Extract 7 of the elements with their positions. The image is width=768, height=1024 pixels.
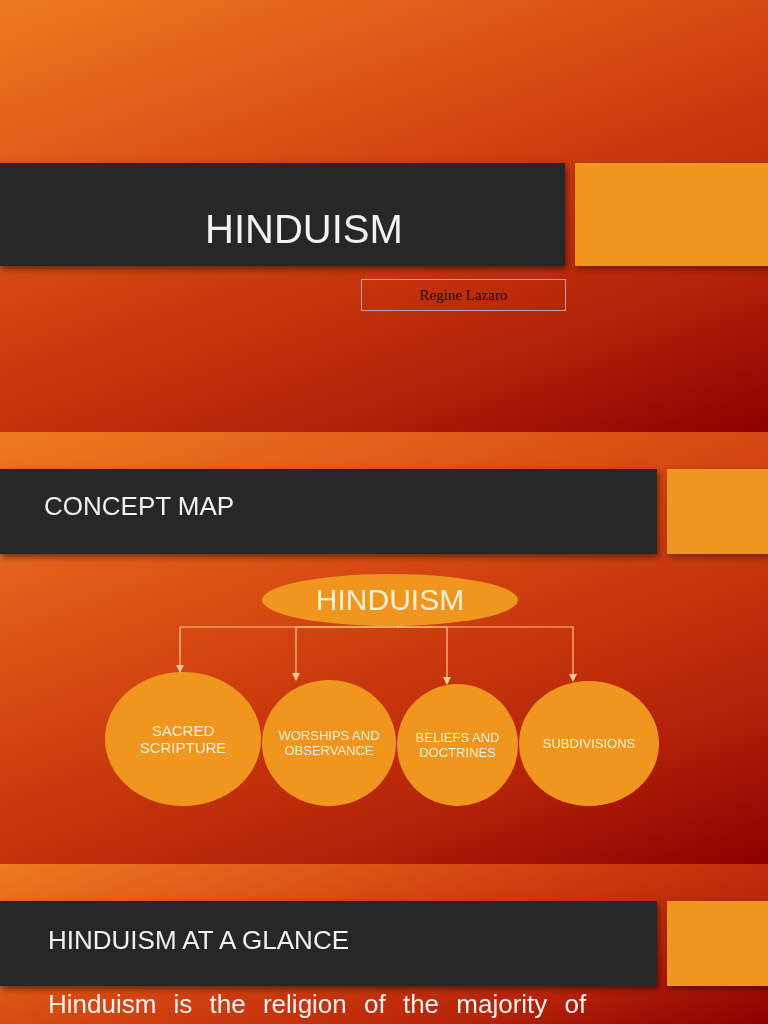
arrow [292,625,399,681]
arrow [397,625,577,682]
slide-title: CONCEPT MAP [44,491,235,522]
slide-title: HINDUISM AT A GLANCE [48,925,349,956]
body-text: Hinduism is the religion of the majority of [48,989,587,1019]
author-name: Regine Lazaro [361,279,566,311]
slide-title: HINDUISM [205,207,403,252]
